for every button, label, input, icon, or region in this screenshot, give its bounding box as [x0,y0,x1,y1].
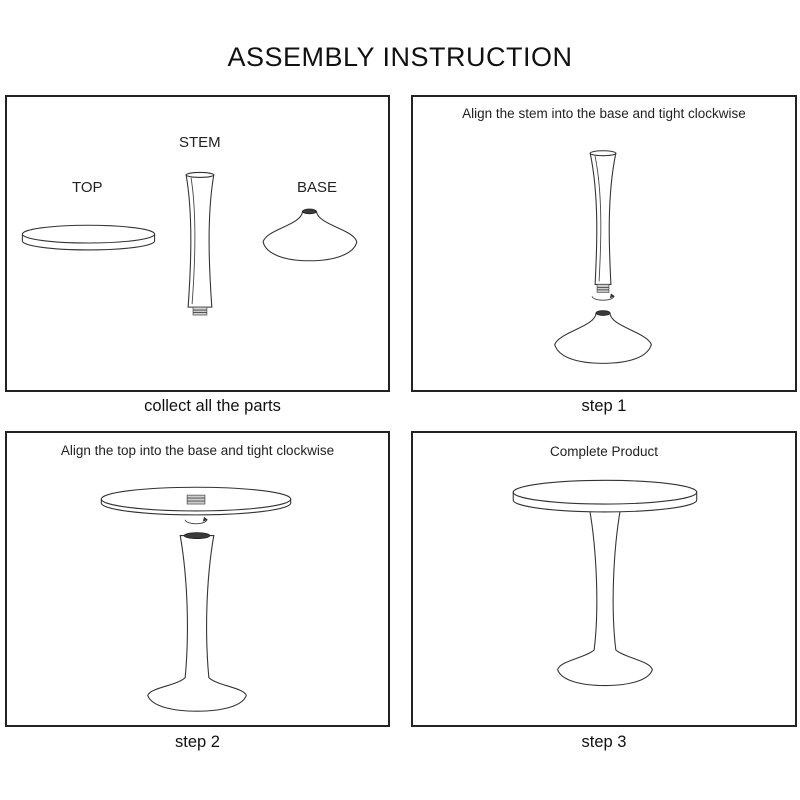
base-part [554,310,652,364]
caption-step-3: step 3 [581,733,627,751]
panel-step-3: Complete Product [411,431,797,727]
table-base-assembly [147,532,247,712]
table-top-part [21,224,156,251]
panel-parts: STEM TOP BASE [5,95,390,392]
table-top-part [100,486,292,516]
panel-step-1: Align the stem into the base and tight c… [411,95,797,392]
parts-illustration [21,171,358,316]
caption-parts: collect all the parts [144,397,281,415]
label-stem: STEM [179,134,221,151]
step-1-illustration [554,150,652,364]
rotate-clockwise-icon [591,293,615,301]
stem-part [589,150,617,293]
step-1-instruction: Align the stem into the base and tight c… [462,106,746,121]
label-top: TOP [72,179,103,196]
step-2-instruction: Align the top into the base and tight cl… [60,443,335,458]
label-base: BASE [297,179,338,196]
page-title: ASSEMBLY INSTRUCTION [227,42,573,72]
complete-product-illustration [512,479,698,687]
panel-step-2: Align the top into the base and tight cl… [5,431,390,727]
caption-step-2: step 2 [175,733,220,751]
stem-part [185,171,215,316]
step-3-instruction: Complete Product [549,444,659,459]
caption-step-1: step 1 [581,397,627,415]
base-part [262,208,358,262]
step-2-illustration [100,486,292,712]
complete-table [512,479,698,687]
rotate-clockwise-icon [184,516,208,525]
